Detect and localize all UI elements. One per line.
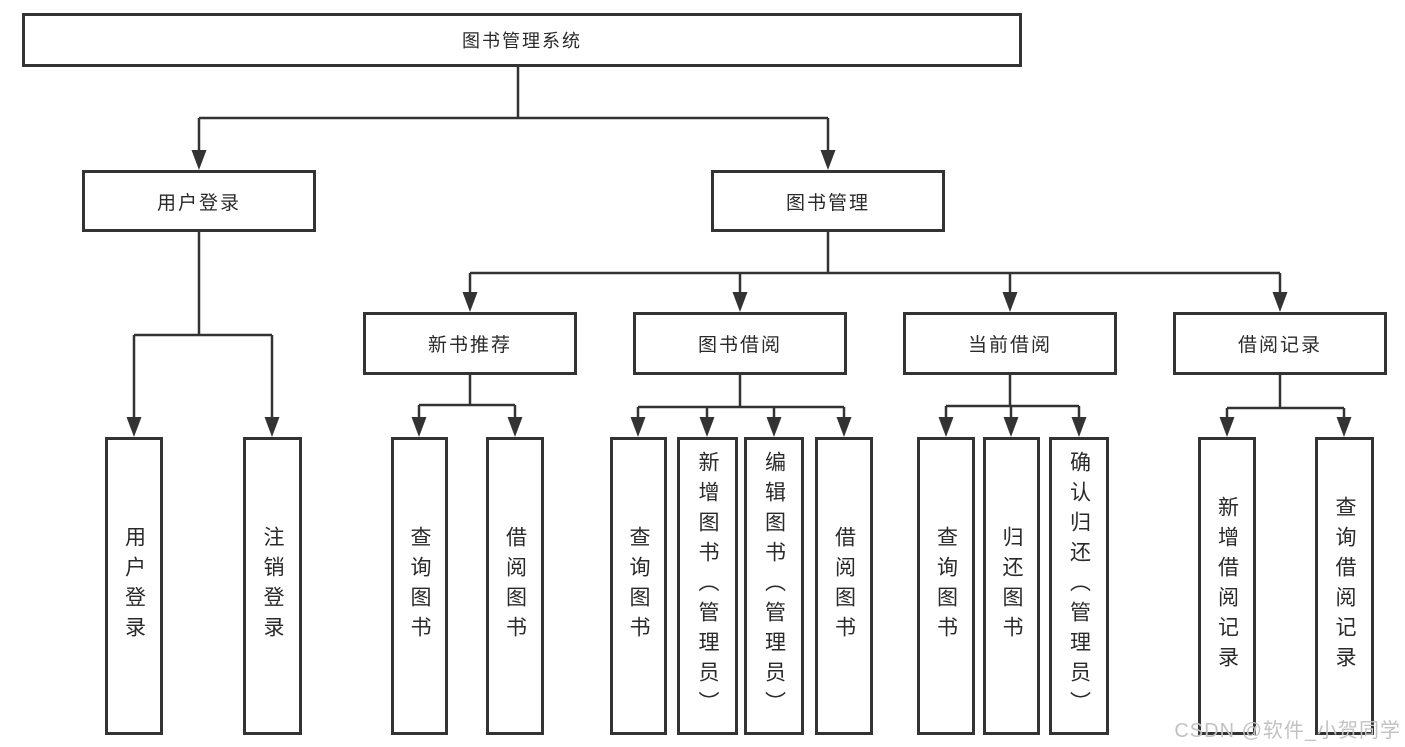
node-user-login-label: 用户登录	[156, 192, 241, 214]
leaf-records-query-record: 查询借阅记录	[1315, 437, 1374, 735]
leaf-newbook-borrow-books-label: 借阅图书	[503, 526, 527, 646]
leaf-current-return-books: 归还图书	[983, 437, 1040, 735]
node-borrowing-records-label: 借阅记录	[1237, 335, 1322, 356]
leaf-borrow-query-books-label: 查询图书	[627, 526, 650, 646]
leaf-current-query-books: 查询图书	[917, 437, 975, 735]
leaf-user-login: 用户登录	[105, 437, 163, 735]
connector-records-to-leaves	[1225, 375, 1346, 419]
node-book-borrowing-label: 图书借阅	[697, 335, 782, 356]
node-book-management-label: 图书管理	[785, 192, 870, 214]
connector-root-to-level2	[197, 67, 830, 152]
node-root: 图书管理系统	[22, 13, 1022, 67]
leaf-records-query-record-label: 查询借阅记录	[1333, 496, 1356, 676]
leaf-current-query-books-label: 查询图书	[934, 526, 958, 646]
leaf-newbook-query-books-label: 查询图书	[408, 526, 431, 646]
node-book-management: 图书管理	[711, 170, 945, 232]
leaf-logout: 注销登录	[243, 437, 302, 735]
leaf-borrow-borrow-books: 借阅图书	[815, 437, 873, 735]
leaf-borrow-edit-books-admin: 编辑图书（管理员）	[744, 437, 804, 735]
leaf-borrow-add-books-admin: 新增图书（管理员）	[677, 437, 738, 735]
leaf-current-confirm-return-admin-label: 确认归还（管理员）	[1067, 451, 1091, 721]
node-new-book-recommend: 新书推荐	[363, 312, 577, 375]
leaf-logout-label: 注销登录	[261, 526, 284, 646]
leaf-user-login-label: 用户登录	[122, 526, 146, 646]
leaf-borrow-borrow-books-label: 借阅图书	[832, 526, 856, 646]
node-current-borrowing-label: 当前借阅	[967, 335, 1052, 356]
connector-bookmgmt-to-level3	[468, 232, 1282, 294]
leaf-newbook-query-books: 查询图书	[391, 437, 448, 735]
connector-current-to-leaves	[944, 375, 1081, 419]
node-new-book-recommend-label: 新书推荐	[427, 335, 512, 356]
leaf-records-add-record-label: 新增借阅记录	[1215, 496, 1239, 676]
node-book-borrowing: 图书借阅	[633, 312, 847, 375]
node-user-login: 用户登录	[82, 170, 316, 232]
leaf-borrow-query-books: 查询图书	[610, 437, 667, 735]
leaf-current-return-books-label: 归还图书	[1000, 526, 1023, 646]
connector-bookborrow-to-leaves	[636, 375, 846, 419]
node-current-borrowing: 当前借阅	[903, 312, 1117, 375]
arrowheads	[126, 150, 1352, 437]
leaf-newbook-borrow-books: 借阅图书	[486, 437, 544, 735]
leaf-current-confirm-return-admin: 确认归还（管理员）	[1049, 437, 1109, 735]
csdn-watermark: CSDN @软件_小贺同学	[1174, 720, 1401, 742]
leaf-borrow-edit-books-admin-label: 编辑图书（管理员）	[762, 451, 786, 721]
node-root-label: 图书管理系统	[462, 31, 582, 51]
node-borrowing-records: 借阅记录	[1173, 312, 1387, 375]
leaf-records-add-record: 新增借阅记录	[1198, 437, 1256, 735]
leaf-borrow-add-books-admin-label: 新增图书（管理员）	[696, 451, 719, 721]
connector-newbook-to-leaves	[417, 375, 517, 419]
connector-login-to-leaves	[132, 232, 274, 419]
